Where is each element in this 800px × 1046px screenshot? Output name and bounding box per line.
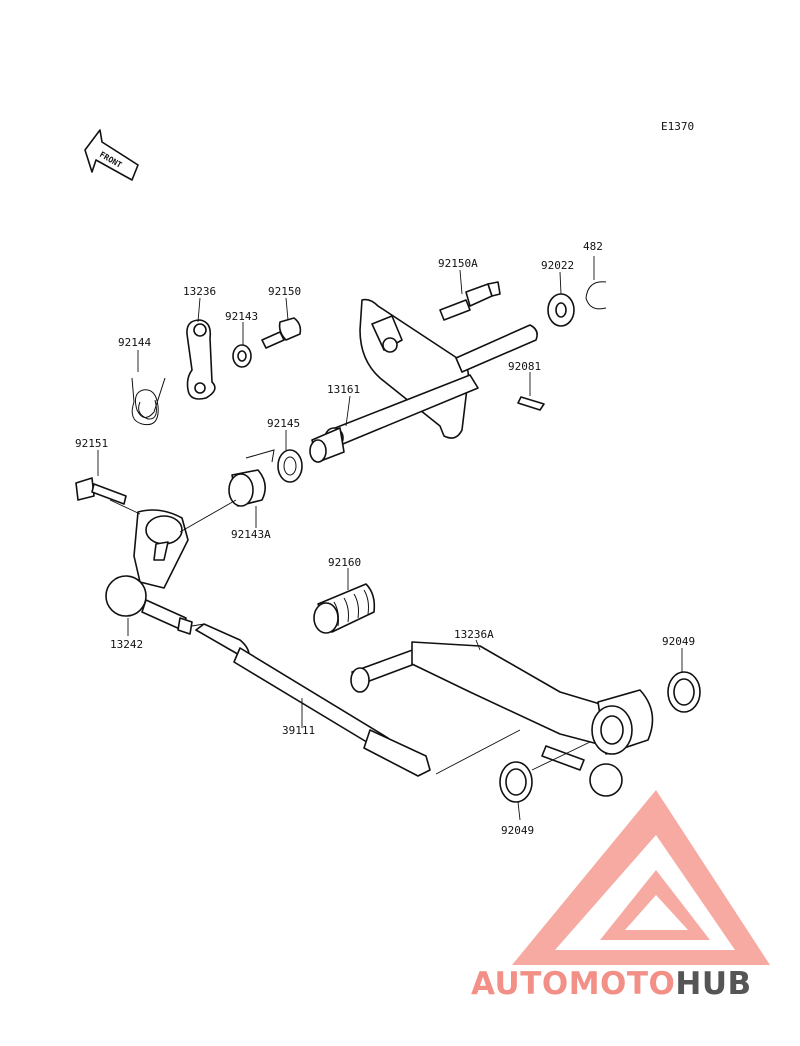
label-92143: 92143 xyxy=(225,310,258,323)
label-92143A: 92143A xyxy=(231,528,271,541)
collar-92143 xyxy=(232,344,252,368)
seal-92049-top xyxy=(667,671,701,713)
pin-92150 xyxy=(261,317,302,349)
label-92150A: 92150A xyxy=(438,257,478,270)
label-39111: 39111 xyxy=(282,724,315,737)
label-92049-bottom: 92049 xyxy=(501,824,534,837)
label-92081: 92081 xyxy=(508,360,541,373)
label-13236: 13236 xyxy=(183,285,216,298)
spring-92144 xyxy=(131,377,166,426)
rod-39111 xyxy=(195,623,431,777)
label-92022: 92022 xyxy=(541,259,574,272)
collar-92143A xyxy=(228,469,266,507)
shift-lever-13242 xyxy=(105,509,193,635)
label-92145: 92145 xyxy=(267,417,300,430)
label-92151: 92151 xyxy=(75,437,108,450)
spring-92145 xyxy=(245,449,303,483)
label-13242: 13242 xyxy=(110,638,143,651)
label-13161: 13161 xyxy=(327,383,360,396)
label-13236A: 13236A xyxy=(454,628,494,641)
watermark-text: AUTOMOTOHUB xyxy=(471,966,752,1002)
rubber-92160 xyxy=(313,583,376,634)
diagram-code: E1370 xyxy=(661,120,694,133)
watermark-logo xyxy=(512,790,770,965)
seal-92049-bottom xyxy=(499,761,533,803)
spring-pin-92081 xyxy=(517,396,545,411)
watermark-part1: AUTOMOTO xyxy=(471,966,675,1002)
label-92160: 92160 xyxy=(328,556,361,569)
shift-plate-13236 xyxy=(186,319,216,400)
label-92049-top: 92049 xyxy=(662,635,695,648)
bolt-92150A xyxy=(439,281,501,321)
front-arrow-icon: FRONT xyxy=(84,129,139,181)
label-92144: 92144 xyxy=(118,336,151,349)
shift-shaft-13161 xyxy=(309,298,538,463)
pedal-13236A xyxy=(350,641,654,797)
circlip-482 xyxy=(585,281,607,310)
washer-92022 xyxy=(547,293,575,327)
label-92150: 92150 xyxy=(268,285,301,298)
part-labels: 13236 92150 92143 92144 92151 92145 9214… xyxy=(75,240,695,837)
label-482: 482 xyxy=(583,240,603,253)
watermark-part2: HUB xyxy=(675,966,751,1002)
leader-lines xyxy=(97,256,683,821)
bolt-92151 xyxy=(75,477,127,505)
